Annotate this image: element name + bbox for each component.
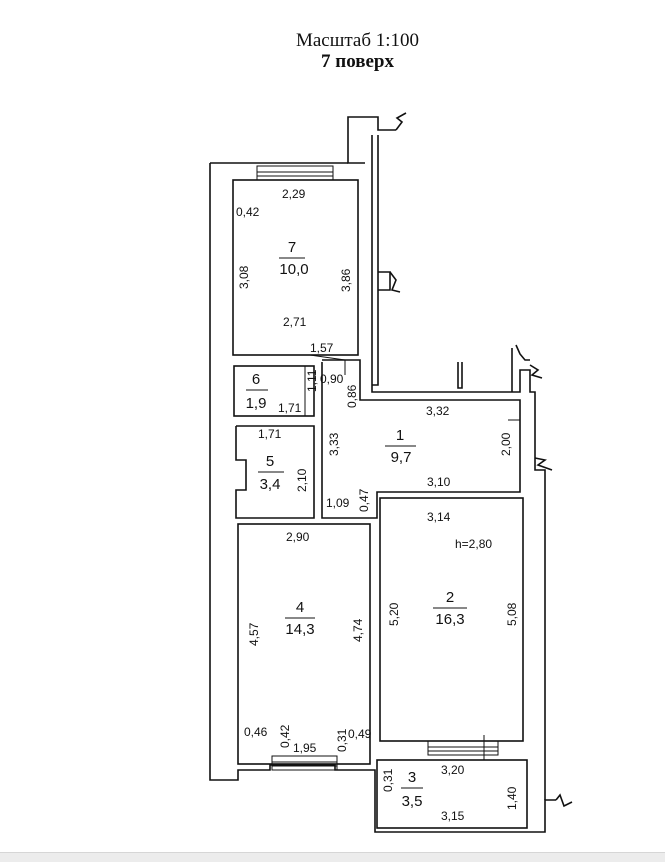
- dim-r3-left: 0,31: [381, 768, 395, 792]
- room-3: [376, 759, 528, 829]
- room-2-area: 16,3: [435, 611, 464, 628]
- dim-r1-top: 3,32: [426, 404, 450, 418]
- room-5-number: 5: [266, 453, 274, 470]
- dim-r5-top: 1,71: [258, 427, 282, 441]
- room-2-number: 2: [446, 589, 454, 606]
- room-5-area: 3,4: [260, 476, 281, 493]
- dim-r2-top: 3,14: [427, 510, 451, 524]
- dim-r5-right: 2,10: [295, 468, 309, 492]
- dim-r1-right: 2,00: [499, 432, 513, 456]
- room-6: [233, 365, 315, 417]
- dim-r1-c2: 0,47: [357, 488, 371, 512]
- dim-r7-top: 2,29: [282, 187, 306, 201]
- dim-r4-left: 4,57: [247, 622, 261, 646]
- floor-label: 7 поверх: [321, 51, 394, 72]
- room-5: [235, 425, 315, 519]
- room-7: [232, 165, 359, 361]
- dim-r4-b2: 0,42: [278, 724, 292, 748]
- room-1-number: 1: [396, 427, 404, 444]
- dim-above6: 1,57: [310, 341, 334, 355]
- dim-r2-right: 5,08: [505, 602, 519, 626]
- ceiling-height: h=2,80: [455, 537, 492, 551]
- dimension-labels: 2,29 0,42 3,08 3,86 2,71 1,57 1,11 1,71 …: [236, 187, 519, 823]
- dim-r7-bottom: 2,71: [283, 315, 307, 329]
- room-6-area: 1,9: [246, 395, 267, 412]
- dim-r4-b3: 1,95: [293, 741, 317, 755]
- room-2: [379, 497, 524, 760]
- room-labels: 7 10,0 6 1,9 5 3,4 1 9,7 4 14,3 2 16,3 3…: [246, 239, 493, 810]
- dim-r4-right: 4,74: [351, 618, 365, 642]
- dim-r2-left: 5,20: [387, 602, 401, 626]
- dim-r7-left: 3,08: [237, 265, 251, 289]
- room-4-area: 14,3: [285, 621, 314, 638]
- room-3-area: 3,5: [402, 793, 423, 810]
- dim-r4-b4: 0,31: [335, 728, 349, 752]
- dim-r1-bottom: 3,10: [427, 475, 451, 489]
- dim-r7-right: 3,86: [339, 268, 353, 292]
- viewer-bottom-edge: [0, 852, 665, 862]
- room-7-area: 10,0: [279, 261, 308, 278]
- dim-r4-b1: 0,46: [244, 725, 268, 739]
- dim-r6-bottom: 1,71: [278, 401, 302, 415]
- dim-r7-corner: 0,42: [236, 205, 260, 219]
- dim-r6-b: 0,90: [320, 372, 344, 386]
- room-4-number: 4: [296, 599, 304, 616]
- room-1-area: 9,7: [391, 449, 412, 466]
- room-6-number: 6: [252, 371, 260, 388]
- dim-r4-b5: 0,49: [348, 727, 372, 741]
- plan-header: Масштаб 1:100 7 поверх: [0, 30, 665, 72]
- dim-r6-a: 1,11: [305, 369, 319, 392]
- room-7-number: 7: [288, 239, 296, 256]
- dim-r6-c: 0,86: [345, 384, 359, 408]
- dim-r1-c1: 1,09: [326, 496, 350, 510]
- outer-walls: [209, 112, 573, 833]
- dim-r1-left: 3,33: [327, 432, 341, 456]
- dim-r4-top: 2,90: [286, 530, 310, 544]
- dim-r3-top: 3,20: [441, 763, 465, 777]
- scale-label: Масштаб 1:100: [295, 30, 420, 51]
- dim-r3-right: 1,40: [505, 786, 519, 810]
- room-4: [237, 523, 371, 771]
- room-3-number: 3: [408, 769, 416, 786]
- dim-r3-bottom: 3,15: [441, 809, 465, 823]
- room-1: [321, 359, 521, 519]
